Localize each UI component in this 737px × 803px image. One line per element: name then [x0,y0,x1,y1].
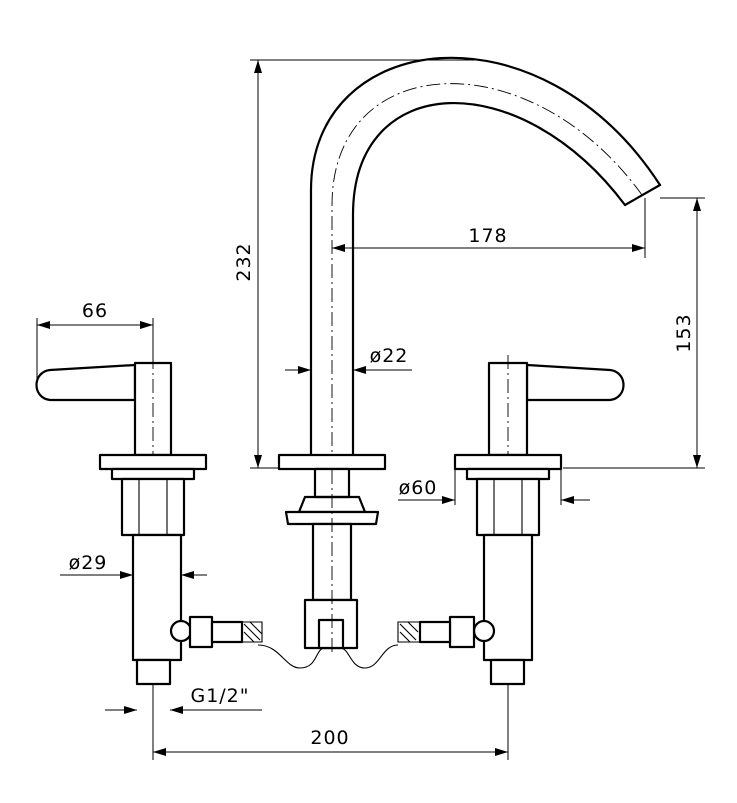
dim-valve-diameter: ø29 [69,552,108,574]
dim-center-distance: 200 [310,727,349,749]
right-valve [397,355,625,690]
dimension-lines [36,59,705,760]
spout-base [257,453,399,669]
dim-spout-diameter: ø22 [370,345,409,367]
dimension-labels: 232 178 153 66 ø22 ø60 ø29 G1/2" 200 [69,225,695,749]
dim-base-diameter: ø60 [399,477,438,499]
dim-spout-height: 232 [233,242,255,281]
dim-connection-thread: G1/2" [190,685,249,707]
dim-handle-length: 66 [82,300,108,322]
left-valve [35,355,263,690]
dim-spout-reach: 178 [468,225,507,247]
spout [309,56,662,470]
dim-outlet-height: 153 [673,313,695,352]
